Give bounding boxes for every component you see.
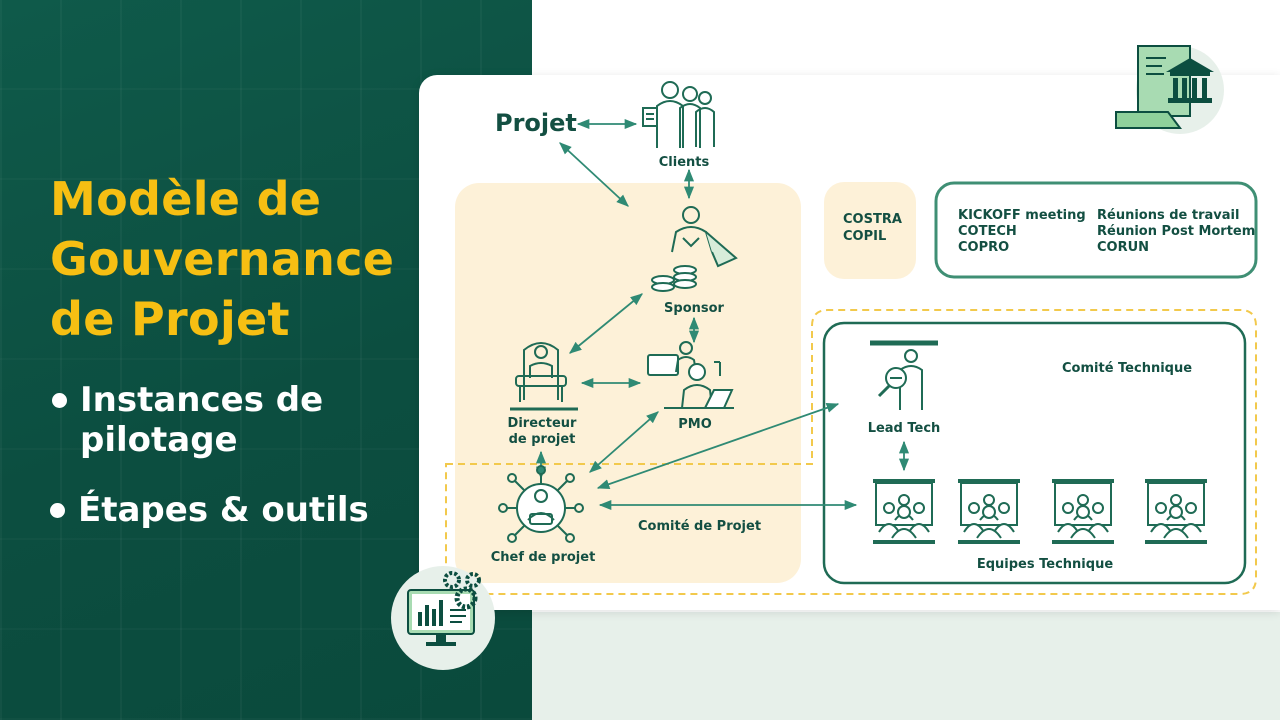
meeting-copro: COPRO	[958, 240, 1010, 255]
bullet-dot-2	[50, 503, 65, 518]
meeting-kickoff: KICKOFF meeting	[958, 208, 1086, 223]
sponsor-label: Sponsor	[664, 301, 724, 316]
clients-label: Clients	[658, 155, 710, 170]
equipes-technique-label: Equipes Technique	[976, 557, 1114, 572]
coins-icon	[651, 265, 697, 292]
comite-projet-label: Comité de Projet	[638, 519, 762, 534]
meetings-box	[934, 181, 1258, 279]
hero-title-line-1: Modèle de	[50, 172, 322, 226]
arrow-sponsor-directeur	[569, 293, 643, 354]
arrow-chef-leadtech	[596, 402, 840, 490]
directeur-label-line-1: Directeur	[507, 416, 577, 431]
businessman-cape-icon	[671, 206, 738, 268]
costra-box	[824, 182, 916, 279]
chef-projet-label: Chef de projet	[490, 550, 596, 565]
team-board-icon	[873, 479, 935, 544]
bottom-light-band	[532, 612, 1280, 720]
dashboard-gears-icon	[391, 566, 495, 670]
throne-chair-icon	[510, 342, 578, 411]
hero-title-line-2: Gouvernance	[50, 232, 395, 286]
meeting-corun: CORUN	[1097, 240, 1150, 255]
computer-meeting-icon	[647, 341, 734, 409]
projet-label: Projet	[495, 109, 577, 137]
copil-label: COPIL	[843, 229, 887, 244]
team-boards	[873, 479, 1207, 544]
comite-technique-label: Comité Technique	[1062, 361, 1193, 376]
bullet-dot-1	[52, 393, 67, 408]
bullet-1-line-1: Instances de	[80, 380, 324, 420]
pmo-label: PMO	[678, 417, 712, 432]
directeur-label-line-2: de projet	[508, 432, 576, 447]
meeting-post-mortem: Réunion Post Mortem	[1097, 224, 1256, 239]
team-board-icon	[1145, 479, 1207, 544]
bullet-2-line-1: Étapes & outils	[78, 490, 369, 530]
magnifier-person-icon	[870, 340, 938, 410]
costra-label: COSTRA	[843, 212, 902, 227]
meeting-reunions-travail: Réunions de travail	[1097, 208, 1240, 223]
lead-tech-label: Lead Tech	[867, 421, 941, 436]
team-board-icon	[958, 479, 1020, 544]
network-person-icon	[498, 465, 584, 543]
meeting-cotech: COTECH	[958, 224, 1017, 239]
team-board-icon	[1052, 479, 1114, 544]
bullet-1-line-2: pilotage	[80, 420, 238, 460]
hero-title-line-3: de Projet	[50, 292, 290, 346]
flow-arrows	[535, 118, 910, 511]
building-document-icon	[1115, 45, 1224, 134]
people-group-icon	[642, 81, 715, 148]
arrow-projet-sponsor	[559, 142, 629, 207]
